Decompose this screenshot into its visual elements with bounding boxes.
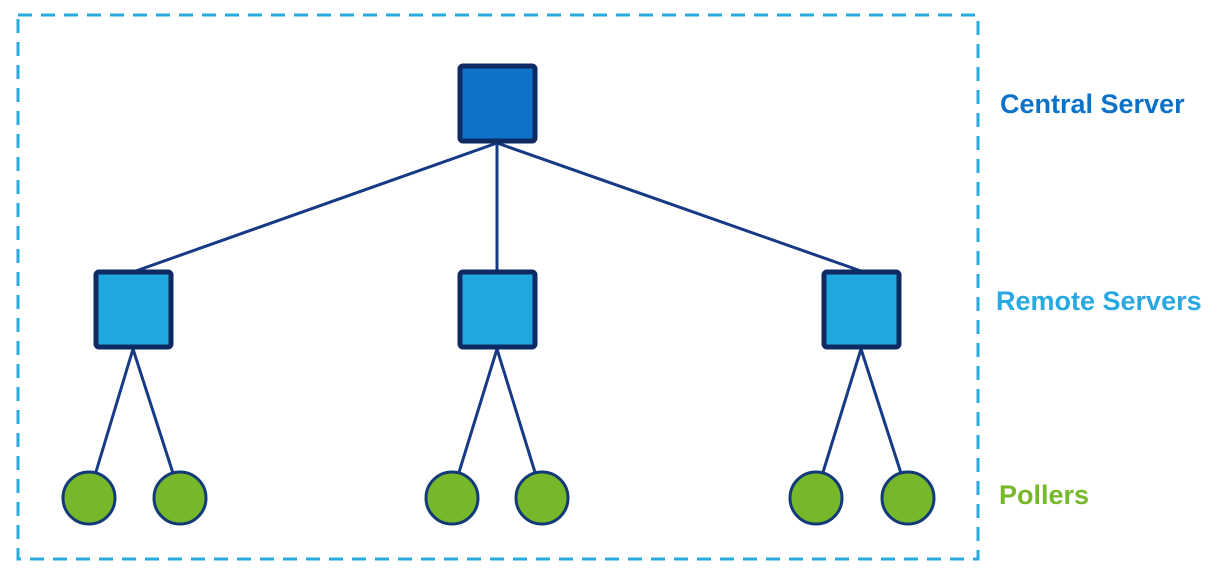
poller-node-4 bbox=[514, 470, 570, 526]
connector-central-remote-right bbox=[496, 141, 862, 273]
connector-central-remote-left bbox=[132, 141, 498, 274]
system-boundary-dashed-box bbox=[16, 13, 980, 561]
poller-node-5 bbox=[788, 470, 844, 526]
poller-node-3 bbox=[424, 470, 480, 526]
poller-node-6 bbox=[880, 470, 936, 526]
connector-remote2-poller1 bbox=[450, 348, 499, 496]
pollers-tier-label: Pollers bbox=[999, 480, 1090, 510]
connector-remote1-poller1 bbox=[87, 348, 135, 496]
connector-remote3-poller2 bbox=[859, 348, 910, 496]
poller-node-2 bbox=[152, 470, 208, 526]
connector-remote2-poller2 bbox=[495, 348, 544, 496]
poller-node-1 bbox=[61, 470, 117, 526]
connector-remote1-poller2 bbox=[131, 348, 182, 496]
central-server-node bbox=[457, 63, 538, 144]
central-server-tier-label: Central Server bbox=[1000, 89, 1185, 119]
remote-server-node-right bbox=[821, 269, 902, 350]
remote-server-node-left bbox=[93, 269, 174, 350]
central-to-remote-connectors bbox=[132, 141, 862, 274]
remote-server-node-middle bbox=[457, 269, 538, 350]
remote-to-poller-connectors bbox=[87, 348, 910, 496]
remote-servers-tier-label: Remote Servers bbox=[996, 286, 1202, 316]
connector-remote3-poller1 bbox=[814, 348, 863, 496]
